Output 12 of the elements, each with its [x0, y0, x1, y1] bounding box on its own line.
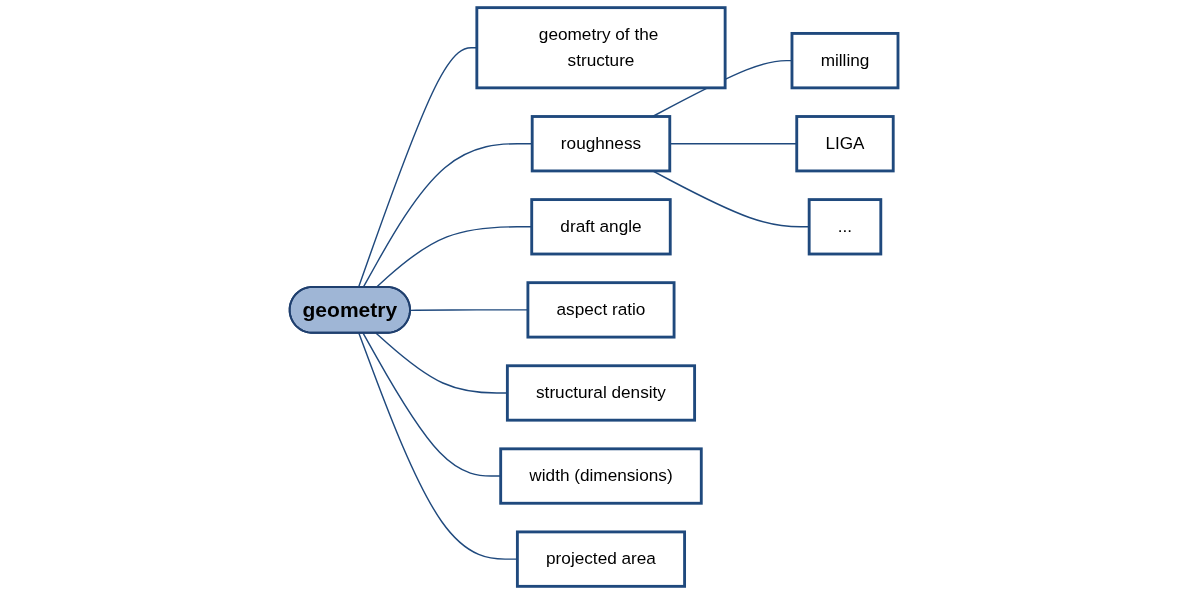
node-box: LIGA: [795, 115, 895, 173]
node-box: width (dimensions): [498, 447, 703, 505]
node-box: projected area: [515, 530, 686, 588]
node-box: geometry of the structure: [475, 6, 727, 90]
connector: [375, 332, 508, 394]
node-box: ...: [807, 198, 882, 256]
node-box: aspect ratio: [526, 281, 676, 339]
node-box: draft angle: [529, 198, 672, 256]
node-box: structural density: [505, 364, 696, 422]
node-box: roughness: [530, 115, 671, 173]
connector: [357, 332, 518, 560]
node-box: milling: [790, 32, 900, 90]
